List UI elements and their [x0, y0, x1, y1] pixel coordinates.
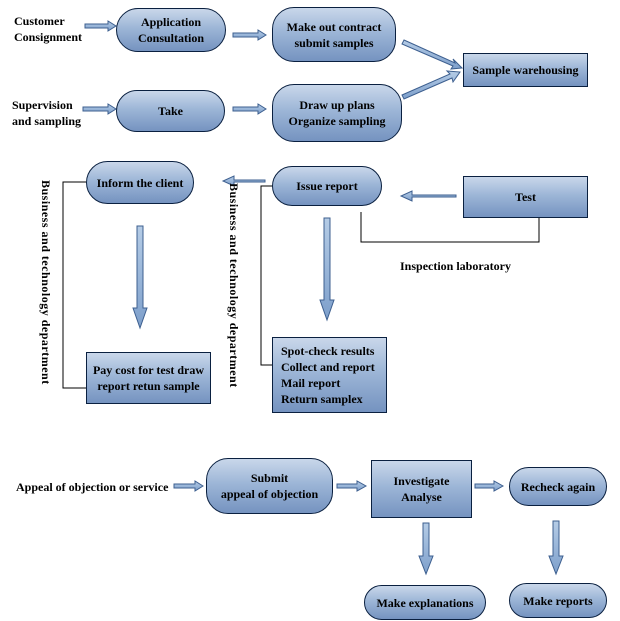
sample-warehousing-label: Sample warehousing	[472, 63, 579, 77]
customer-consignment-line2: Consignment	[14, 30, 83, 44]
draw-up-plans-line2: Organize sampling	[288, 114, 386, 128]
bracket-issue-to-spot	[260, 185, 272, 366]
arrow-take-to-plans	[232, 103, 267, 115]
spot-check-line1: Spot-check results	[281, 344, 375, 358]
recheck-again-label: Recheck again	[520, 479, 596, 494]
draw-up-plans-node[interactable]: Draw up plans Organize sampling	[272, 84, 402, 142]
dept-label-right: Business and technology department	[227, 183, 241, 388]
make-explanations-node[interactable]: Make explanations	[364, 585, 486, 620]
arrow-test-to-issue	[399, 190, 457, 202]
spot-check-line4: Return samplex	[281, 392, 363, 406]
arrow-recheck-to-reports	[548, 520, 564, 576]
recheck-again-node[interactable]: Recheck again	[509, 467, 607, 506]
inspection-laboratory-label: Inspection laboratory	[400, 259, 511, 273]
sample-warehousing-node[interactable]: Sample warehousing	[463, 53, 588, 87]
spot-check-line3: Mail report	[281, 376, 341, 390]
arrow-inform-to-pay	[132, 225, 148, 330]
dept-label-left: Business and technology department	[39, 180, 53, 385]
customer-consignment-label: Customer Consignment	[14, 13, 82, 45]
application-consultation-line1: Application	[140, 15, 201, 29]
submit-appeal-node[interactable]: Submit appeal of objection	[206, 458, 333, 514]
pay-cost-node[interactable]: Pay cost for test draw report retun samp…	[86, 352, 211, 404]
supervision-sampling-label: Supervision and sampling	[12, 97, 81, 129]
arrow-application-to-contract	[232, 29, 267, 41]
bracket-inform-to-pay	[62, 181, 86, 389]
supervision-line2: and sampling	[12, 114, 82, 128]
investigate-line1: Investigate	[393, 474, 450, 488]
make-reports-label: Make reports	[523, 593, 593, 608]
arrow-customer-to-application	[84, 20, 117, 32]
arrow-plans-to-warehousing	[401, 70, 461, 100]
test-node[interactable]: Test	[463, 176, 588, 218]
arrow-investigate-to-explanations	[418, 522, 434, 576]
arrow-issue-to-spot	[319, 217, 335, 322]
make-out-contract-line1: Make out contract	[286, 19, 382, 34]
arrow-submit-to-investigate	[336, 480, 368, 492]
arrow-appeal-to-submit	[173, 480, 204, 492]
draw-up-plans-line1: Draw up plans	[299, 98, 375, 112]
submit-appeal-line2: appeal of objection	[220, 487, 319, 501]
pay-cost-line2: report retun sample	[97, 379, 200, 393]
issue-report-node[interactable]: Issue report	[272, 166, 382, 206]
arrow-contract-to-warehousing	[401, 39, 464, 70]
application-consultation-line2: Consultation	[137, 31, 205, 45]
spot-check-node[interactable]: Spot-check results Collect and report Ma…	[272, 337, 387, 413]
investigate-line2: Analyse	[401, 490, 442, 504]
test-label: Test	[515, 190, 536, 204]
inform-client-label: Inform the client	[96, 175, 184, 190]
supervision-line1: Supervision	[12, 98, 73, 112]
inform-client-node[interactable]: Inform the client	[86, 161, 194, 204]
appeal-label: Appeal of objection or service	[16, 480, 169, 494]
make-out-contract-line2: submit samples	[294, 35, 374, 50]
arrow-issue-to-inform	[221, 175, 266, 187]
issue-report-label: Issue report	[296, 179, 358, 193]
take-node[interactable]: Take	[116, 90, 225, 132]
take-label: Take	[158, 104, 183, 118]
submit-appeal-line1: Submit	[250, 471, 289, 485]
application-consultation-node[interactable]: Application Consultation	[116, 8, 226, 52]
bracket-laboratory	[360, 212, 540, 243]
arrow-investigate-to-recheck	[474, 480, 505, 492]
make-out-contract-node[interactable]: Make out contract submit samples	[272, 7, 396, 62]
make-explanations-label: Make explanations	[376, 595, 474, 610]
make-reports-node[interactable]: Make reports	[509, 583, 607, 618]
customer-consignment-line1: Customer	[14, 14, 65, 28]
arrow-supervision-to-take	[82, 103, 117, 115]
pay-cost-line1: Pay cost for test draw	[92, 363, 205, 377]
spot-check-line2: Collect and report	[281, 360, 375, 374]
investigate-analyse-node[interactable]: Investigate Analyse	[371, 460, 472, 518]
